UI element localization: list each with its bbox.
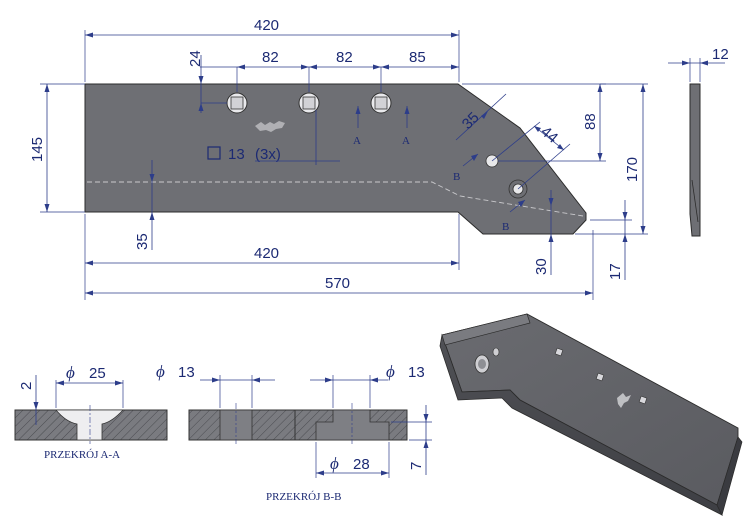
dim-bb-counterbore-symbol: ϕ [330,454,339,473]
dim-aa-diameter-symbol: ϕ [66,363,75,382]
dim-tip-30: 30 [533,258,550,275]
square-hole-2 [298,92,320,114]
hidden-edge-line [87,181,584,217]
dim-bottom-420: 420 [254,245,279,262]
logo-mark [255,121,285,132]
dim-bb-depth: 7 [408,462,425,470]
section-b-top: B [453,171,460,183]
dim-bb-counterbore: 28 [353,456,370,473]
dim-bb-left-diameter-symbol: ϕ [156,362,165,381]
dim-aa-diameter: 25 [89,365,106,382]
dim-hole-spacing-2: 82 [336,49,353,66]
square-hole-1 [226,92,248,114]
dim-aa-depth: 2 [18,382,35,390]
dim-edge-35: 35 [134,233,151,250]
dim-bevel-spacing-44: 44 [537,123,561,147]
caption-section-aa: PRZEKRÓJ A-A [44,449,120,461]
dim-length-570: 570 [325,275,350,292]
dim-tip-17: 17 [607,263,624,280]
section-bb: ϕ 13 ϕ 13 ϕ 28 7 PRZEKRÓJ B-B [156,362,432,503]
section-a-right: A [402,135,410,147]
square-symbol-icon [207,146,221,160]
dim-thickness-12: 12 [712,46,729,63]
dim-height-145: 145 [29,137,46,162]
dim-bb-right-diameter-symbol: ϕ [386,362,395,381]
section-b-bottom: B [502,221,509,233]
dim-bevel-88: 88 [582,113,599,130]
front-view: 13 (3x) [84,83,587,235]
square-hole-3 [370,92,392,114]
section-a-left: A [353,135,361,147]
dimension-lines: 420 82 82 85 24 145 35 [29,17,648,300]
isometric-view [439,313,743,516]
square-hole-count: (3x) [255,146,281,163]
section-aa: ϕ 25 2 PRZEKRÓJ A-A [14,363,168,461]
caption-section-bb: PRZEKRÓJ B-B [266,491,342,503]
square-hole-size: 13 [228,146,245,163]
dim-bb-right-diameter: 13 [408,364,425,381]
dim-height-170: 170 [624,157,641,182]
dim-hole-offset-24: 24 [187,50,204,67]
dim-hole-to-bevel: 85 [409,49,426,66]
dim-hole-spacing-1: 82 [262,49,279,66]
dim-top-420: 420 [254,17,279,34]
dim-bb-left-diameter: 13 [178,364,195,381]
side-view: 12 [668,46,729,237]
